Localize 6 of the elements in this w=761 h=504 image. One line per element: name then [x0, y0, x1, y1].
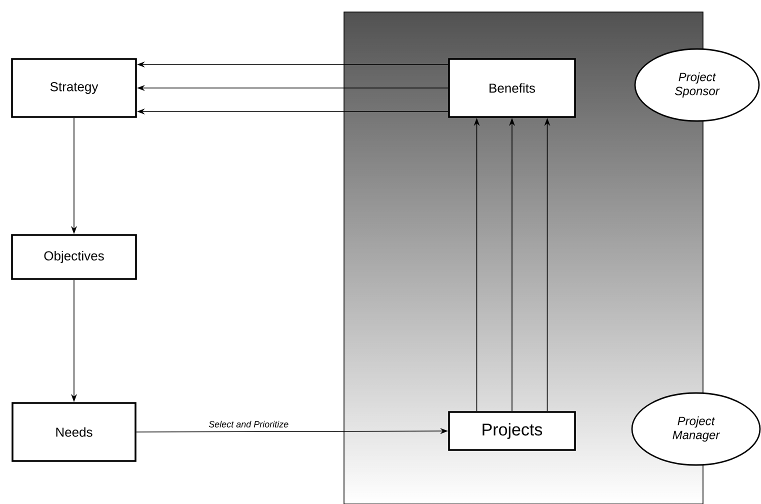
process-box: Strategy — [11, 58, 137, 118]
process-box: Objectives — [11, 234, 137, 280]
process-box: Benefits — [448, 58, 576, 118]
edge-label: Select and Prioritize — [208, 420, 290, 428]
process-box: Projects — [448, 411, 576, 451]
process-box: Needs — [12, 402, 136, 462]
